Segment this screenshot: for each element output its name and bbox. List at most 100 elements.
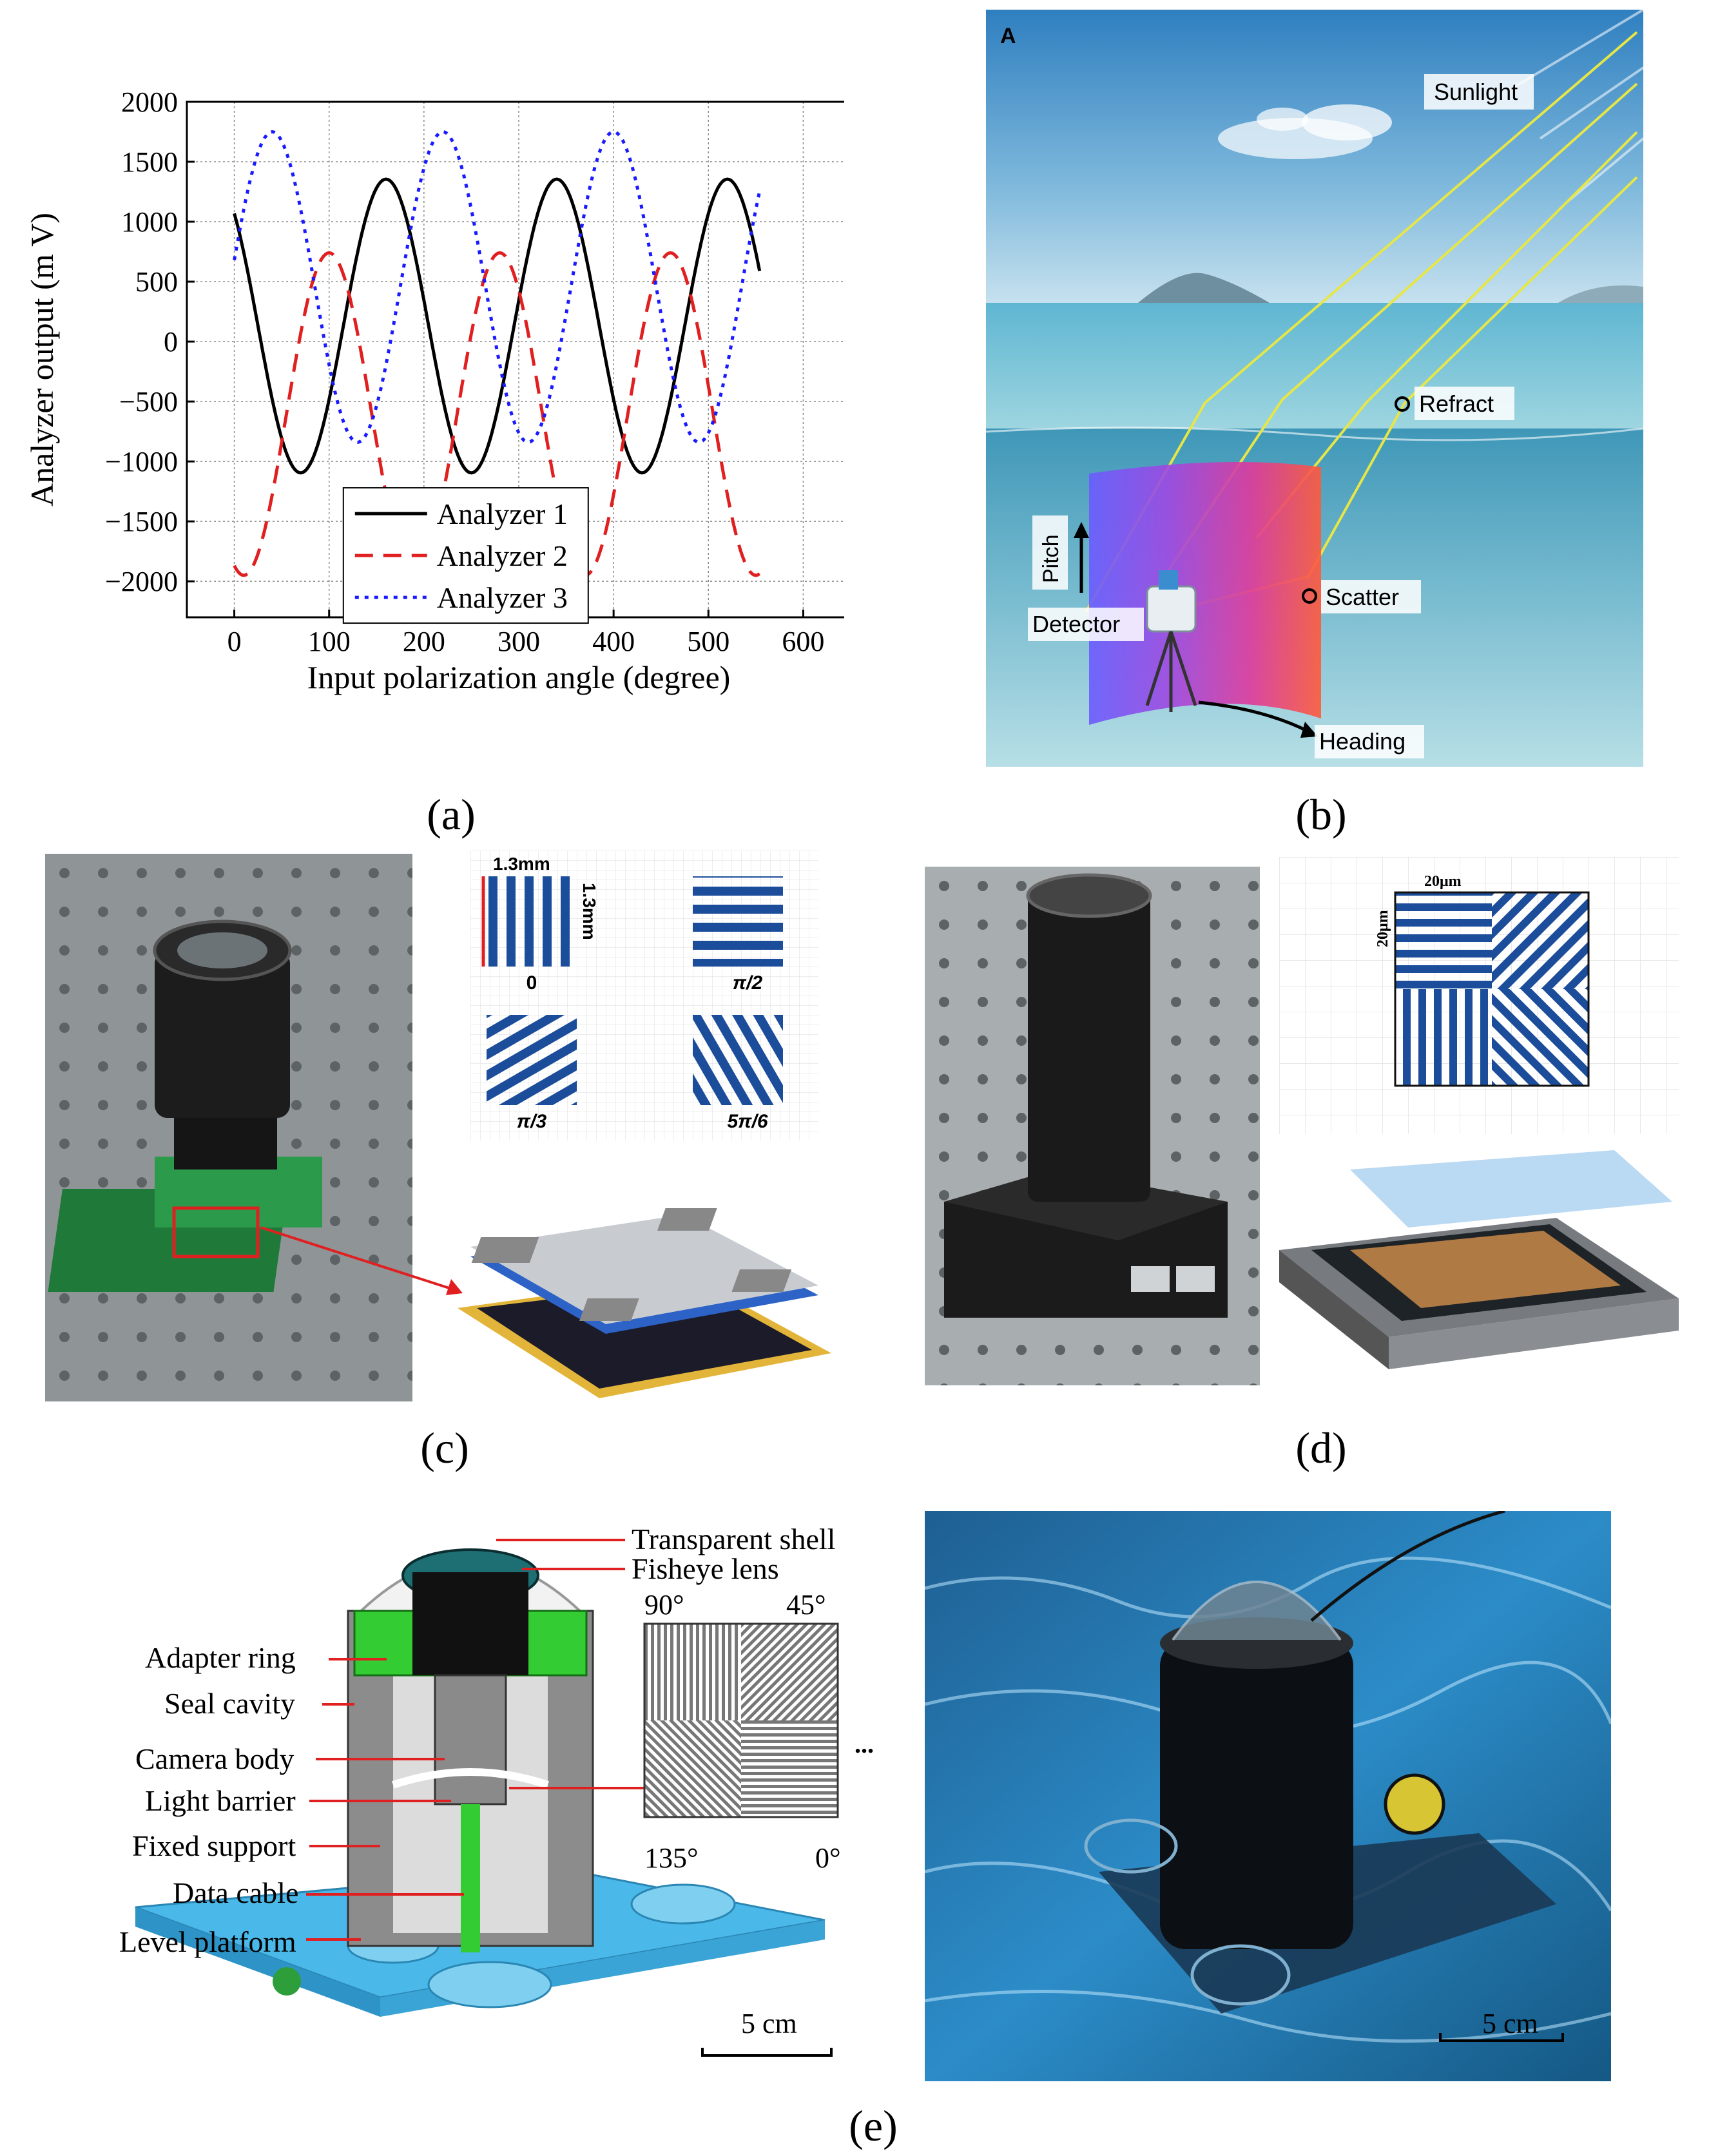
sensor-chip-diagram: [1279, 1150, 1679, 1369]
detector-label-bg: [1028, 608, 1144, 641]
grating-block: [657, 1208, 717, 1231]
x-tick-label: 300: [497, 626, 540, 657]
x-tick-label: 200: [403, 626, 445, 657]
y-tick-label: −500: [119, 386, 178, 418]
sun-rays: [1513, 8, 1645, 204]
level-bubble: [1384, 1773, 1445, 1835]
detector-device: [1145, 570, 1197, 712]
cloud: [1302, 104, 1392, 140]
mountain: [1134, 273, 1270, 306]
camera-on-raspberry-photo: [925, 867, 1260, 1385]
dim-label-h: 20μm: [1424, 873, 1462, 890]
label-fisheye-lens: Fisheye lens: [632, 1552, 779, 1585]
label-adapter-ring: Adapter ring: [145, 1641, 296, 1674]
chip-package-front: [1389, 1298, 1679, 1369]
lens-barrel: [1028, 892, 1150, 1202]
lens-front: [1026, 873, 1152, 918]
mountain: [1553, 285, 1643, 306]
x-tick-label: 500: [687, 626, 729, 657]
pitch-arrowhead: [1074, 522, 1089, 538]
legend-label: Analyzer 3: [437, 581, 568, 614]
grating-pi-3: [487, 1015, 577, 1105]
detector-label: Detector: [1032, 611, 1120, 637]
y-tick-label: −1000: [105, 446, 178, 477]
grating-block: [471, 1237, 539, 1263]
grating-ellipsis: ...: [855, 1729, 874, 1758]
lens-barrel: [155, 950, 290, 1118]
polarization-pattern-screen: [1089, 462, 1321, 725]
lens-body: [412, 1572, 528, 1675]
panel-e-cad: [110, 1508, 896, 2075]
zoom-arrow: [260, 1226, 463, 1295]
panel-c-photo: [45, 854, 412, 1401]
water-line: [985, 427, 1644, 441]
panel-letter: A: [1000, 24, 1016, 48]
angle-45: 45°: [786, 1589, 826, 1621]
light-barrier: [392, 1768, 549, 1789]
angle-label-pi-2: π/2: [733, 972, 763, 994]
series-line: [233, 251, 761, 577]
sunlight-label-bg: [1424, 74, 1534, 110]
label-seal-cavity: Seal cavity: [164, 1687, 296, 1720]
panel-c-chip: [445, 1160, 844, 1418]
scale-bar: [701, 2048, 833, 2057]
sensor-cutaway-diagram: [135, 1539, 839, 2057]
label-camera-body: Camera body: [135, 1742, 295, 1775]
y-tick-label: 1500: [121, 146, 178, 178]
label-level-platform: Level platform: [119, 1925, 296, 1958]
label-transparent-shell: Transparent shell: [632, 1523, 836, 1555]
grating-block: [731, 1269, 792, 1292]
dim-label-v: 1.3mm: [579, 883, 599, 940]
grating-0: [487, 876, 577, 967]
x-tick-label: 100: [308, 626, 351, 657]
polarizer-chip-diagram: [458, 1208, 831, 1398]
heading-label: Heading: [1319, 728, 1405, 755]
scatter-label-bg: [1321, 580, 1421, 613]
label-fixed-support: Fixed support: [132, 1829, 296, 1862]
sunlight-label: Sunlight: [1434, 79, 1518, 105]
underwater-sensor-photo: [925, 1511, 1611, 2081]
series-line: [233, 177, 762, 475]
usb-port: [1176, 1266, 1215, 1292]
angle-label-pi-3: π/3: [517, 1111, 547, 1132]
y-tick-label: −1500: [105, 506, 178, 537]
panel-label-c: (c): [420, 1423, 469, 1472]
panel-label-a: (a): [427, 790, 476, 839]
label-light-barrier: Light barrier: [145, 1784, 296, 1817]
platform-ring: [1084, 1818, 1178, 1874]
y-tick-label: 2000: [121, 86, 178, 118]
refract-label: Refract: [1419, 390, 1494, 417]
lens-base: [174, 1112, 277, 1169]
panel-label-b: (b): [1295, 790, 1347, 839]
angle-label-5pi-6: 5π/6: [727, 1111, 768, 1132]
sea-surface: [986, 303, 1643, 432]
superpixel-frame: [1394, 891, 1590, 1087]
y-tick-label: −2000: [105, 566, 178, 597]
device-top: [944, 1169, 1228, 1240]
x-tick-label: 600: [782, 626, 824, 657]
chart-grid: [187, 101, 851, 617]
scale-bar: [1439, 2033, 1564, 2042]
chip-package-side: [1279, 1250, 1389, 1369]
panel-label-d: (d): [1295, 1423, 1347, 1472]
label-data-cable: Data cable: [173, 1876, 299, 1909]
grating-45: [741, 1624, 838, 1720]
scatter-marker: [1302, 588, 1317, 604]
platform-ring: [1190, 1944, 1291, 2006]
chip-top: [470, 1215, 818, 1324]
x-axis-label: Input polarization angle (degree): [307, 659, 731, 695]
usb-port: [1131, 1266, 1170, 1292]
platform-ring: [630, 1883, 736, 1925]
y-tick-label: 500: [135, 266, 178, 298]
legend-label: Analyzer 2: [437, 539, 568, 572]
panel-b: A Sunlight Refract Scatter Detector Head…: [985, 8, 1645, 767]
pixel-array: [1350, 1231, 1621, 1308]
scale-label-right: 5 cm: [1482, 2008, 1538, 2039]
grating-5pi-6: [693, 1015, 783, 1105]
dim-label-v: 20μm: [1375, 910, 1391, 947]
underwater-scene-illustration: A Sunlight Refract Scatter Detector Head…: [985, 8, 1645, 767]
refract-marker: [1395, 396, 1410, 412]
angle-90: 90°: [644, 1589, 684, 1621]
panel-label-e: (e): [849, 2101, 898, 2150]
